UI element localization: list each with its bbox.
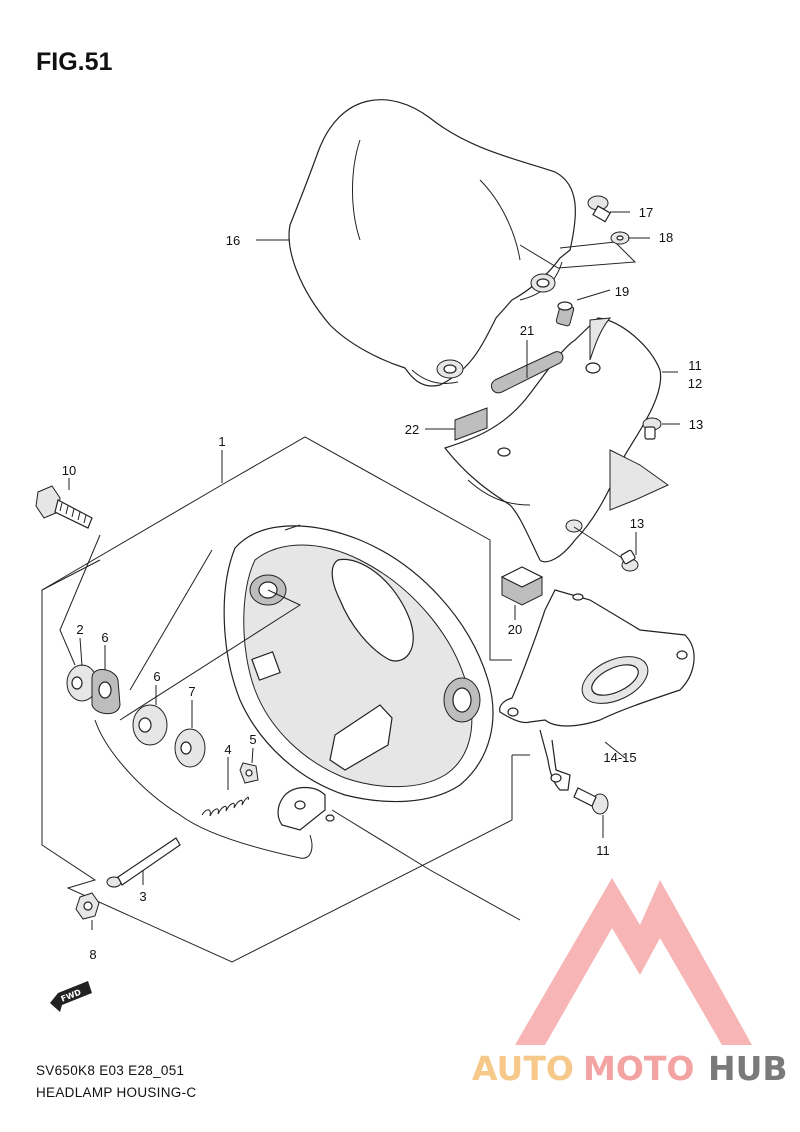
part-4-spring [201, 796, 249, 817]
part-1-housing [223, 524, 494, 803]
part-13-screw-upper [642, 417, 662, 440]
callout-labels: 16 17 18 19 21 11 12 22 13 13 1 10 20 2 … [62, 205, 703, 962]
callout-6-center: 6 [153, 669, 160, 684]
callout-6-left: 6 [101, 630, 108, 645]
watermark-moto: MOTO [583, 1049, 694, 1088]
part-8-bolt [35, 485, 93, 529]
housing-assembly-frame [41, 436, 530, 963]
callout-8: 10 [62, 463, 76, 478]
watermark-text: AUTO MOTO HUB [472, 1049, 788, 1088]
part-9-nut [75, 892, 100, 920]
adjuster-wire [94, 719, 335, 859]
part-14-15-bracket [499, 589, 695, 791]
callout-19: 19 [615, 284, 629, 299]
callout-13-upper: 13 [689, 417, 703, 432]
figure-model-code: SV650K8 E03 E28_051 [36, 1063, 185, 1078]
part-13-screw-lower [620, 549, 639, 572]
watermark-hub: HUB [708, 1049, 788, 1088]
callout-5: 5 [249, 732, 256, 747]
callout-21: 21 [520, 323, 534, 338]
callout-16: 16 [226, 233, 240, 248]
callout-1: 1 [218, 434, 225, 449]
part-16-visor [288, 99, 637, 387]
callout-12: 12 [688, 376, 702, 391]
callout-3: 3 [139, 889, 146, 904]
leader-lines [59, 211, 680, 930]
part-17-screw [587, 195, 611, 223]
callout-22: 22 [405, 422, 419, 437]
callout-20: 20 [508, 622, 522, 637]
callout-13-lower: 13 [630, 516, 644, 531]
part-5-nut [239, 762, 259, 784]
part-11-12-cowl [443, 317, 669, 563]
part-10-screw [573, 787, 609, 815]
callout-11: 11 [688, 358, 702, 373]
fwd-direction-arrow: FWD [50, 981, 92, 1012]
part-18-washer [610, 231, 630, 245]
callout-18: 18 [659, 230, 673, 245]
part-6-grommet-center [132, 704, 168, 746]
callout-7: 7 [188, 684, 195, 699]
callout-10: 11 [596, 843, 610, 858]
part-19-collar [555, 301, 575, 327]
part-22-pad [454, 407, 488, 441]
callout-4: 4 [224, 742, 231, 757]
watermark-logo [515, 878, 752, 1045]
figure-name: HEADLAMP HOUSING-C [36, 1085, 197, 1100]
part-6-grommet-left [91, 669, 121, 715]
part-20-block [500, 566, 544, 606]
fwd-label: FWD [60, 987, 83, 1003]
part-7-washer [174, 728, 206, 768]
callout-17: 17 [639, 205, 653, 220]
figure-title: FIG.51 [36, 48, 113, 76]
callout-9: 8 [89, 947, 96, 962]
watermark-auto: AUTO [472, 1049, 574, 1088]
callout-2: 2 [76, 622, 83, 637]
callout-14-15: 14-15 [603, 750, 636, 765]
part-3-adjust-screw [106, 837, 181, 888]
